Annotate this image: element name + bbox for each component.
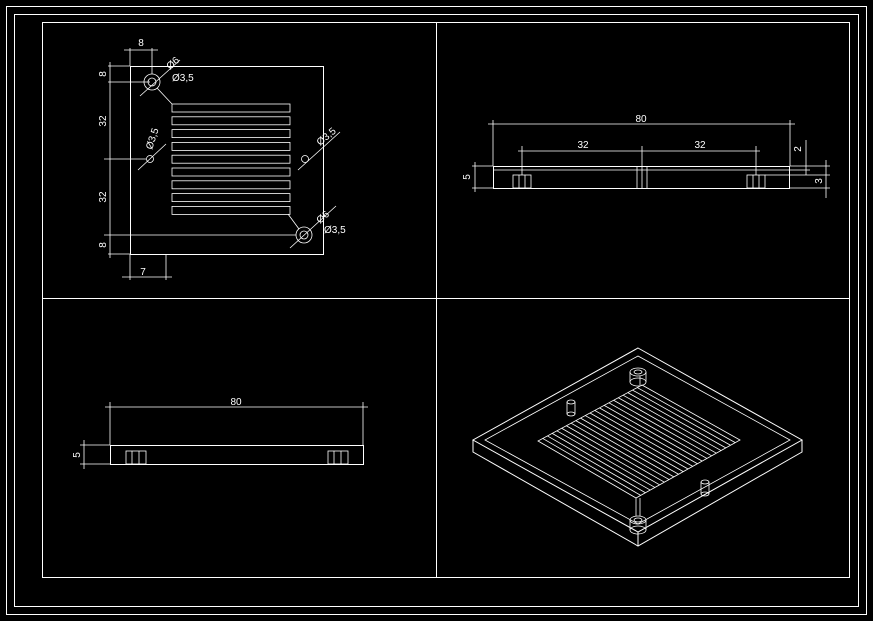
iso-channel-line — [608, 402, 708, 459]
dim-top-width: 8 — [138, 38, 144, 49]
pin-hole-left — [146, 155, 154, 163]
iso-channel-line — [585, 415, 684, 472]
front-dim-height: 5 — [72, 452, 83, 458]
iso-channel-line — [547, 435, 646, 494]
front-right-boss — [327, 450, 349, 465]
iso-channel-line — [580, 417, 679, 475]
inner-frame — [14, 14, 859, 607]
dim-bottom-width: 7 — [140, 267, 146, 278]
iso-inlet-fitting — [629, 367, 647, 387]
dim-outlet-inner: Ø3,5 — [324, 225, 346, 236]
side-dim-2: 2 — [793, 146, 804, 152]
iso-channel-line — [632, 389, 731, 446]
dim-left-lower: 32 — [98, 191, 109, 203]
iso-channel-line — [594, 410, 693, 467]
side-dim-left-32: 32 — [577, 140, 589, 151]
iso-channel-line — [603, 405, 703, 462]
front-dim-80: 80 — [230, 397, 242, 408]
iso-pin-right — [700, 479, 710, 497]
dim-center-right: Ø3,5 — [315, 126, 339, 149]
iso-channel-lines — [542, 387, 736, 496]
dim-center-left: Ø3,5 — [144, 126, 161, 150]
dim-inlet-outer: Ø6 — [165, 55, 183, 72]
iso-channel-line — [613, 399, 712, 457]
isometric-view — [471, 347, 804, 547]
side-dim-right-32: 32 — [694, 140, 706, 151]
iso-channel-line — [551, 433, 651, 491]
outer-frame — [6, 6, 867, 615]
channel-segment — [171, 167, 291, 177]
plate-outline — [130, 66, 324, 255]
channel-segment — [171, 103, 291, 113]
dim-left-top: 8 — [98, 71, 109, 77]
channel-segment — [171, 116, 291, 126]
iso-channel-line — [622, 394, 722, 451]
front-left-boss — [125, 450, 147, 465]
iso-channel-line — [599, 407, 698, 465]
drawing-area-border — [42, 22, 850, 578]
front-plate-outline — [110, 445, 364, 465]
side-dim-80: 80 — [635, 114, 647, 125]
side-left-boss — [512, 174, 532, 189]
side-dim-height: 5 — [462, 174, 473, 180]
iso-outlet-fitting — [629, 498, 647, 535]
iso-channel-line — [570, 422, 670, 480]
iso-channel-line — [561, 427, 660, 486]
channel-segment — [171, 154, 291, 164]
channel-segment — [171, 193, 291, 203]
channel-segment — [171, 180, 291, 190]
dim-left-upper: 32 — [98, 115, 109, 127]
top-view: 8 Ø6 Ø3,5 8 32 32 8 Ø3,5 Ø3,5 Ø6 Ø3,5 7 — [98, 38, 346, 280]
channel-segment — [171, 129, 291, 139]
iso-channel-line — [566, 425, 665, 483]
serpentine-channel — [171, 103, 291, 215]
outlet-hole-inner — [299, 230, 309, 240]
iso-channel-line — [618, 397, 717, 454]
dim-inlet-inner: Ø3,5 — [172, 73, 194, 84]
dim-left-bottom: 8 — [98, 242, 109, 248]
iso-pin-left — [566, 399, 576, 417]
iso-channel-line — [637, 387, 736, 443]
side-right-boss — [746, 174, 766, 189]
iso-channel-line — [575, 420, 675, 478]
iso-channel-line — [589, 412, 689, 470]
pin-hole-right — [301, 155, 309, 163]
iso-channel-line — [627, 392, 727, 449]
channel-segment — [171, 205, 291, 215]
channel-segment — [171, 141, 291, 151]
side-dim-3: 3 — [814, 178, 825, 184]
side-view: 80 32 32 5 2 3 — [462, 114, 830, 198]
iso-channel-line — [542, 438, 641, 496]
iso-channel-region — [537, 384, 741, 499]
front-view: 80 5 — [72, 397, 368, 469]
side-plate-outline — [493, 166, 790, 189]
iso-channel-line — [556, 430, 656, 488]
